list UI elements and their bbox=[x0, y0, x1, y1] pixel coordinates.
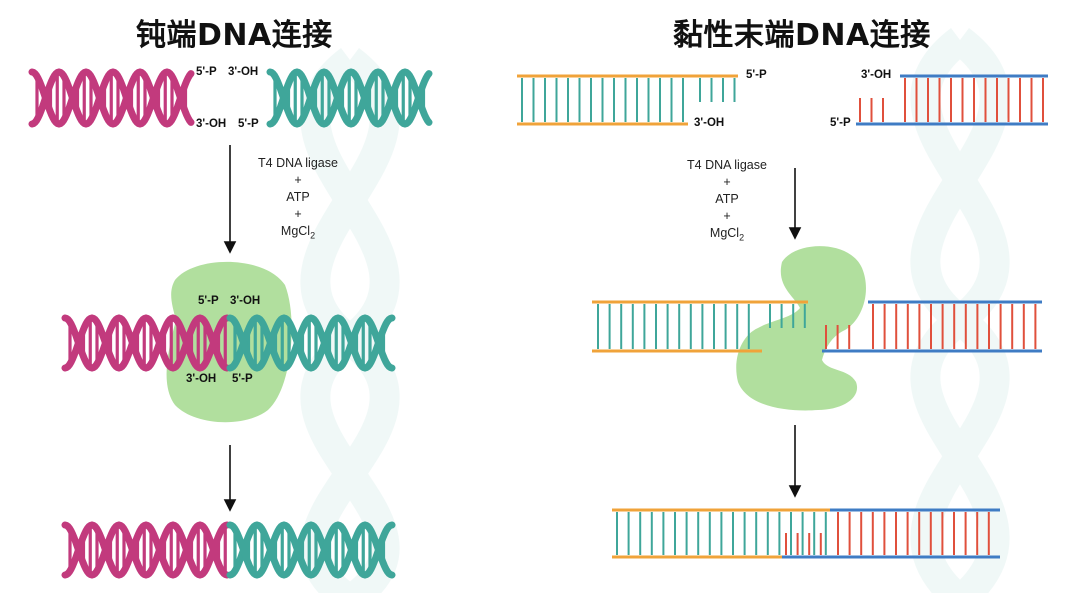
dna-strand bbox=[226, 521, 396, 579]
mgcl2-label: MgCl2 bbox=[709, 226, 745, 243]
reagent-list: T4 DNA ligase + ATP + MgCl2 bbox=[667, 157, 787, 247]
ligase-enzyme-icon bbox=[736, 246, 866, 411]
sticky-end-title: 黏性末端DNA连接 bbox=[673, 18, 931, 53]
down-arrow-icon bbox=[223, 445, 237, 512]
plus-sign: + bbox=[294, 173, 302, 187]
dna-helix-icon bbox=[61, 314, 231, 372]
blunt-5p-label: 5'-P bbox=[232, 373, 253, 385]
ligase-name: T4 DNA ligase bbox=[687, 158, 767, 172]
blunt-3oh-label: 3'-OH bbox=[228, 66, 259, 78]
blunt-5p-label: 5'-P bbox=[196, 66, 217, 78]
reagent-list: T4 DNA ligase + ATP + MgCl2 bbox=[238, 155, 358, 245]
dna-strand bbox=[61, 521, 231, 579]
blunt-mid-helices bbox=[61, 314, 396, 372]
blunt-bottom-helices bbox=[61, 521, 396, 579]
blunt-5p-label: 5'-P bbox=[238, 118, 259, 130]
plus-sign: + bbox=[294, 207, 302, 221]
dna-helix-icon bbox=[266, 68, 433, 128]
sticky-5p-label: 5'-P bbox=[746, 69, 767, 81]
ligase-name: T4 DNA ligase bbox=[258, 156, 338, 170]
dna-strand bbox=[266, 68, 433, 128]
mgcl2-label: MgCl2 bbox=[280, 224, 316, 241]
blunt-3oh-label: 3'-OH bbox=[186, 373, 217, 385]
dna-helix-icon bbox=[61, 521, 231, 579]
down-arrow-icon bbox=[788, 168, 802, 240]
dna-helix-icon bbox=[226, 521, 396, 579]
sticky-5p-label: 5'-P bbox=[830, 117, 851, 129]
sticky-mid-ladders bbox=[592, 300, 1042, 353]
dna-strand bbox=[61, 314, 231, 372]
sticky-3oh-label: 3'-OH bbox=[861, 69, 892, 81]
ligase-enzyme-icon bbox=[166, 261, 292, 423]
blunt-top-helices bbox=[28, 68, 433, 128]
dna-helix-icon bbox=[28, 68, 195, 128]
plus-sign: + bbox=[723, 175, 731, 189]
dna-strand bbox=[226, 314, 396, 372]
dna-strand bbox=[61, 314, 231, 372]
dna-helix-icon bbox=[226, 314, 396, 372]
dna-strand bbox=[266, 68, 433, 128]
dna-strand bbox=[226, 521, 396, 579]
dna-strand bbox=[61, 521, 231, 579]
blunt-3oh-label: 3'-OH bbox=[196, 118, 227, 130]
blunt-3oh-label: 3'-OH bbox=[230, 295, 261, 307]
sticky-3oh-label: 3'-OH bbox=[694, 117, 725, 129]
atp-label: ATP bbox=[715, 192, 739, 206]
dna-strand bbox=[28, 68, 195, 128]
atp-label: ATP bbox=[286, 190, 310, 204]
sticky-top-ladders bbox=[517, 74, 1048, 126]
sticky-bottom-ladder bbox=[612, 508, 1000, 559]
dna-strand bbox=[226, 314, 396, 372]
plus-sign: + bbox=[723, 209, 731, 223]
blunt-end-title: 钝端DNA连接 bbox=[136, 18, 333, 53]
dna-strand bbox=[28, 68, 195, 128]
down-arrow-icon bbox=[223, 145, 237, 254]
down-arrow-icon bbox=[788, 425, 802, 498]
blunt-5p-label: 5'-P bbox=[198, 295, 219, 307]
